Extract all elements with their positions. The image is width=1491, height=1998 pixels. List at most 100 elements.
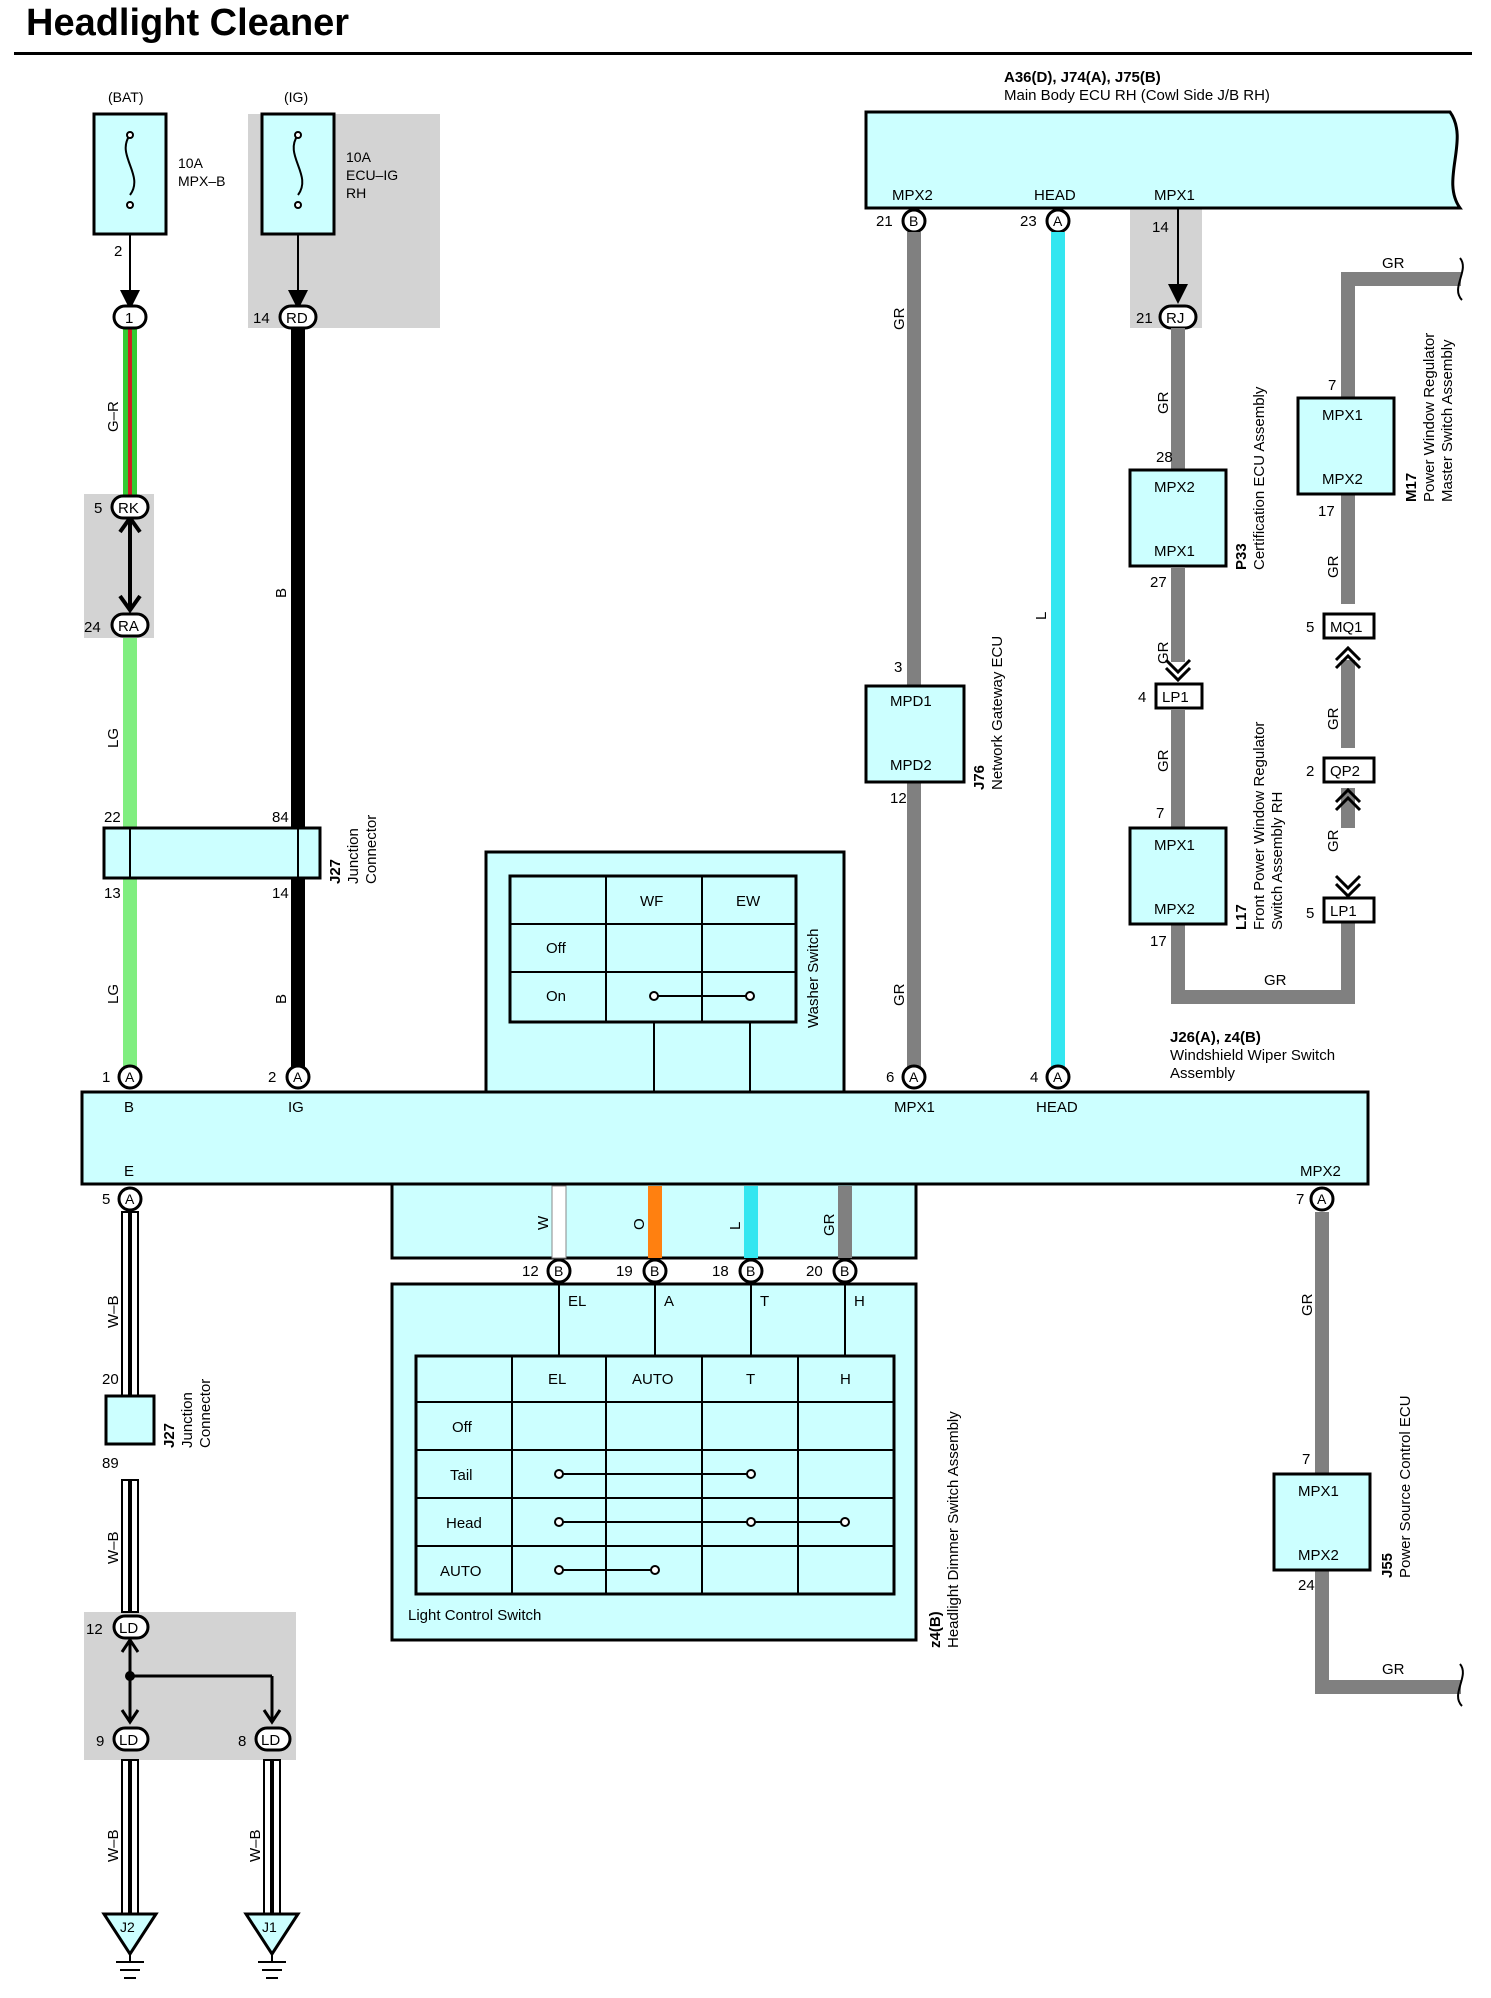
ig-fuse-rating: 10A xyxy=(346,149,372,165)
dimmer-pin-20: 20 xyxy=(806,1263,823,1280)
j27-lower-pin-89: 89 xyxy=(102,1455,119,1472)
wire-w-b: W–B W–B W–B W–B xyxy=(105,1211,281,1915)
bat-fuse-rating: 10A xyxy=(178,155,204,171)
ld-9-pin: 9 xyxy=(96,1733,104,1750)
wire-label-b-upper: B xyxy=(273,588,290,598)
dimmer-code-18: B xyxy=(746,1263,755,1279)
dimmer-row-head: Head xyxy=(446,1515,482,1532)
wiper-pin-1: 1 xyxy=(102,1069,110,1086)
wiper-pin-5: 5 xyxy=(102,1191,110,1208)
bat-source-label: (BAT) xyxy=(108,89,144,105)
connector-rd-pin: 14 xyxy=(253,310,270,327)
wiper-code-6: A xyxy=(909,1069,919,1085)
connector-ra-pin: 24 xyxy=(84,619,101,636)
wiper-pin-2: 2 xyxy=(268,1069,276,1086)
wire-label-gr-9: GR xyxy=(1325,707,1342,730)
dimmer-wire-l: L xyxy=(727,1222,744,1230)
washer-row-off: Off xyxy=(546,940,567,957)
wire-label-b-lower: B xyxy=(273,994,290,1004)
j27-pin-22: 22 xyxy=(104,809,121,826)
washer-row-on: On xyxy=(546,988,566,1005)
wiper-pin-6: 6 xyxy=(886,1069,894,1086)
washer-switch: WF EW Off On Washer Switch xyxy=(484,850,846,1094)
bat-fuse-pin: 2 xyxy=(114,243,122,260)
headlight-dimmer-switch: EL A T H EL AUTO T H Off Tail Head AUTO … xyxy=(390,1282,962,1648)
wiper-term-ig: IG xyxy=(288,1099,304,1116)
m17-t1: MPX1 xyxy=(1322,407,1363,424)
dimmer-col-el: EL xyxy=(548,1371,566,1388)
wire-gr-p33: GR GR GR GR xyxy=(1155,328,1355,1004)
ld-9-code: LD xyxy=(119,1732,138,1749)
j27-ref: J27 xyxy=(327,859,344,884)
dimmer-term-a: A xyxy=(664,1293,674,1310)
dimmer-sub-label: Light Control Switch xyxy=(408,1607,541,1624)
dimmer-wire-o: O xyxy=(631,1218,648,1230)
p33-certification-ecu: 28 MPX2 MPX1 27 P33 Certification ECU As… xyxy=(1128,386,1268,591)
j76-pin-12: 12 xyxy=(890,790,907,807)
wire-label-gr-4: GR xyxy=(1155,641,1172,664)
ld-top-code: LD xyxy=(119,1620,138,1637)
j55-power-source-ecu: 7 MPX1 MPX2 24 J55 Power Source Control … xyxy=(1272,1395,1414,1594)
wiper-code-7: A xyxy=(1317,1191,1327,1207)
m17-pin-17: 17 xyxy=(1318,503,1335,520)
j27-pin-14: 14 xyxy=(272,885,289,902)
connector-lp1-b: 5 LP1 xyxy=(1306,874,1376,924)
main-ecu-pin-21: 21 xyxy=(876,213,893,230)
j27-lower-pin-20: 20 xyxy=(102,1371,119,1388)
l17-pin-7: 7 xyxy=(1156,805,1164,822)
connector-rk: 5 RK xyxy=(94,494,150,520)
connector-ra: 24 RA xyxy=(84,612,150,638)
j55-ref: J55 xyxy=(1379,1553,1396,1578)
m17-t2: MPX2 xyxy=(1322,471,1363,488)
l17-t2: MPX2 xyxy=(1154,901,1195,918)
ld-8-pin: 8 xyxy=(238,1733,246,1750)
main-ecu-mpx2: MPX2 xyxy=(892,187,933,204)
j27-lower-name2: Connector xyxy=(197,1379,214,1448)
main-ecu-pin-23: 23 xyxy=(1020,213,1037,230)
dimmer-wire-w: W xyxy=(535,1215,552,1230)
j76-pin-3: 3 xyxy=(894,659,902,676)
connector-1: 1 xyxy=(112,304,148,330)
j76-ref: J76 xyxy=(971,765,988,790)
j55-t1: MPX1 xyxy=(1298,1483,1339,1500)
page-title: Headlight Cleaner xyxy=(26,2,350,44)
wire-label-w-b-2: W–B xyxy=(105,1531,122,1564)
j76-network-gateway: 3 MPD1 MPD2 12 J76 Network Gateway ECU xyxy=(864,636,1006,807)
dimmer-row-off: Off xyxy=(452,1419,473,1436)
bat-fuse: (BAT) 10A MPX–B 2 xyxy=(92,89,225,260)
dimmer-term-el: EL xyxy=(568,1293,586,1310)
dimmer-pin-12: 12 xyxy=(522,1263,539,1280)
ground-j2-label: J2 xyxy=(120,1919,135,1935)
j27-lower-name1: Junction xyxy=(179,1392,196,1448)
wiper-term-e: E xyxy=(124,1163,134,1180)
wiper-term-head: HEAD xyxy=(1036,1099,1078,1116)
ground-j1: J1 xyxy=(243,1912,301,1979)
j55-name: Power Source Control ECU xyxy=(1397,1395,1414,1578)
j76-t2: MPD2 xyxy=(890,757,932,774)
wiper-switch-assembly: J26(A), z4(B) Windshield Wiper Switch As… xyxy=(80,1029,1370,1212)
wire-label-lg-upper: LG xyxy=(105,728,122,748)
j27-upper: 22 84 13 14 J27 Junction Connector xyxy=(102,809,380,902)
connector-rk-pin: 5 xyxy=(94,500,102,517)
title-rule xyxy=(14,52,1472,55)
j27-name1: Junction xyxy=(345,828,362,884)
dimmer-wire-gr: GR xyxy=(821,1213,838,1236)
connector-rj: 21 RJ xyxy=(1136,304,1198,330)
ground-j2: J2 xyxy=(101,1912,159,1979)
washer-col-wf: WF xyxy=(640,893,663,910)
j55-t2: MPX2 xyxy=(1298,1547,1339,1564)
wire-b: B B xyxy=(273,328,305,1074)
wire-l-head: L xyxy=(1033,232,1065,1072)
dimmer-row-auto: AUTO xyxy=(440,1563,481,1580)
connector-rk-code: RK xyxy=(118,500,139,517)
connector-rd-code: RD xyxy=(286,310,308,327)
bat-fuse-name: MPX–B xyxy=(178,173,225,189)
wiper-code-2: A xyxy=(293,1069,303,1085)
wire-label-w-b-3: W–B xyxy=(105,1829,122,1862)
main-body-ecu: A36(D), J74(A), J75(B) Main Body ECU RH … xyxy=(864,69,1463,236)
wire-label-gr-12: GR xyxy=(1382,1661,1405,1678)
wiper-ref: J26(A), z4(B) xyxy=(1170,1029,1261,1046)
l17-ref: L17 xyxy=(1233,904,1250,930)
wire-lg-upper: LG xyxy=(105,638,137,830)
